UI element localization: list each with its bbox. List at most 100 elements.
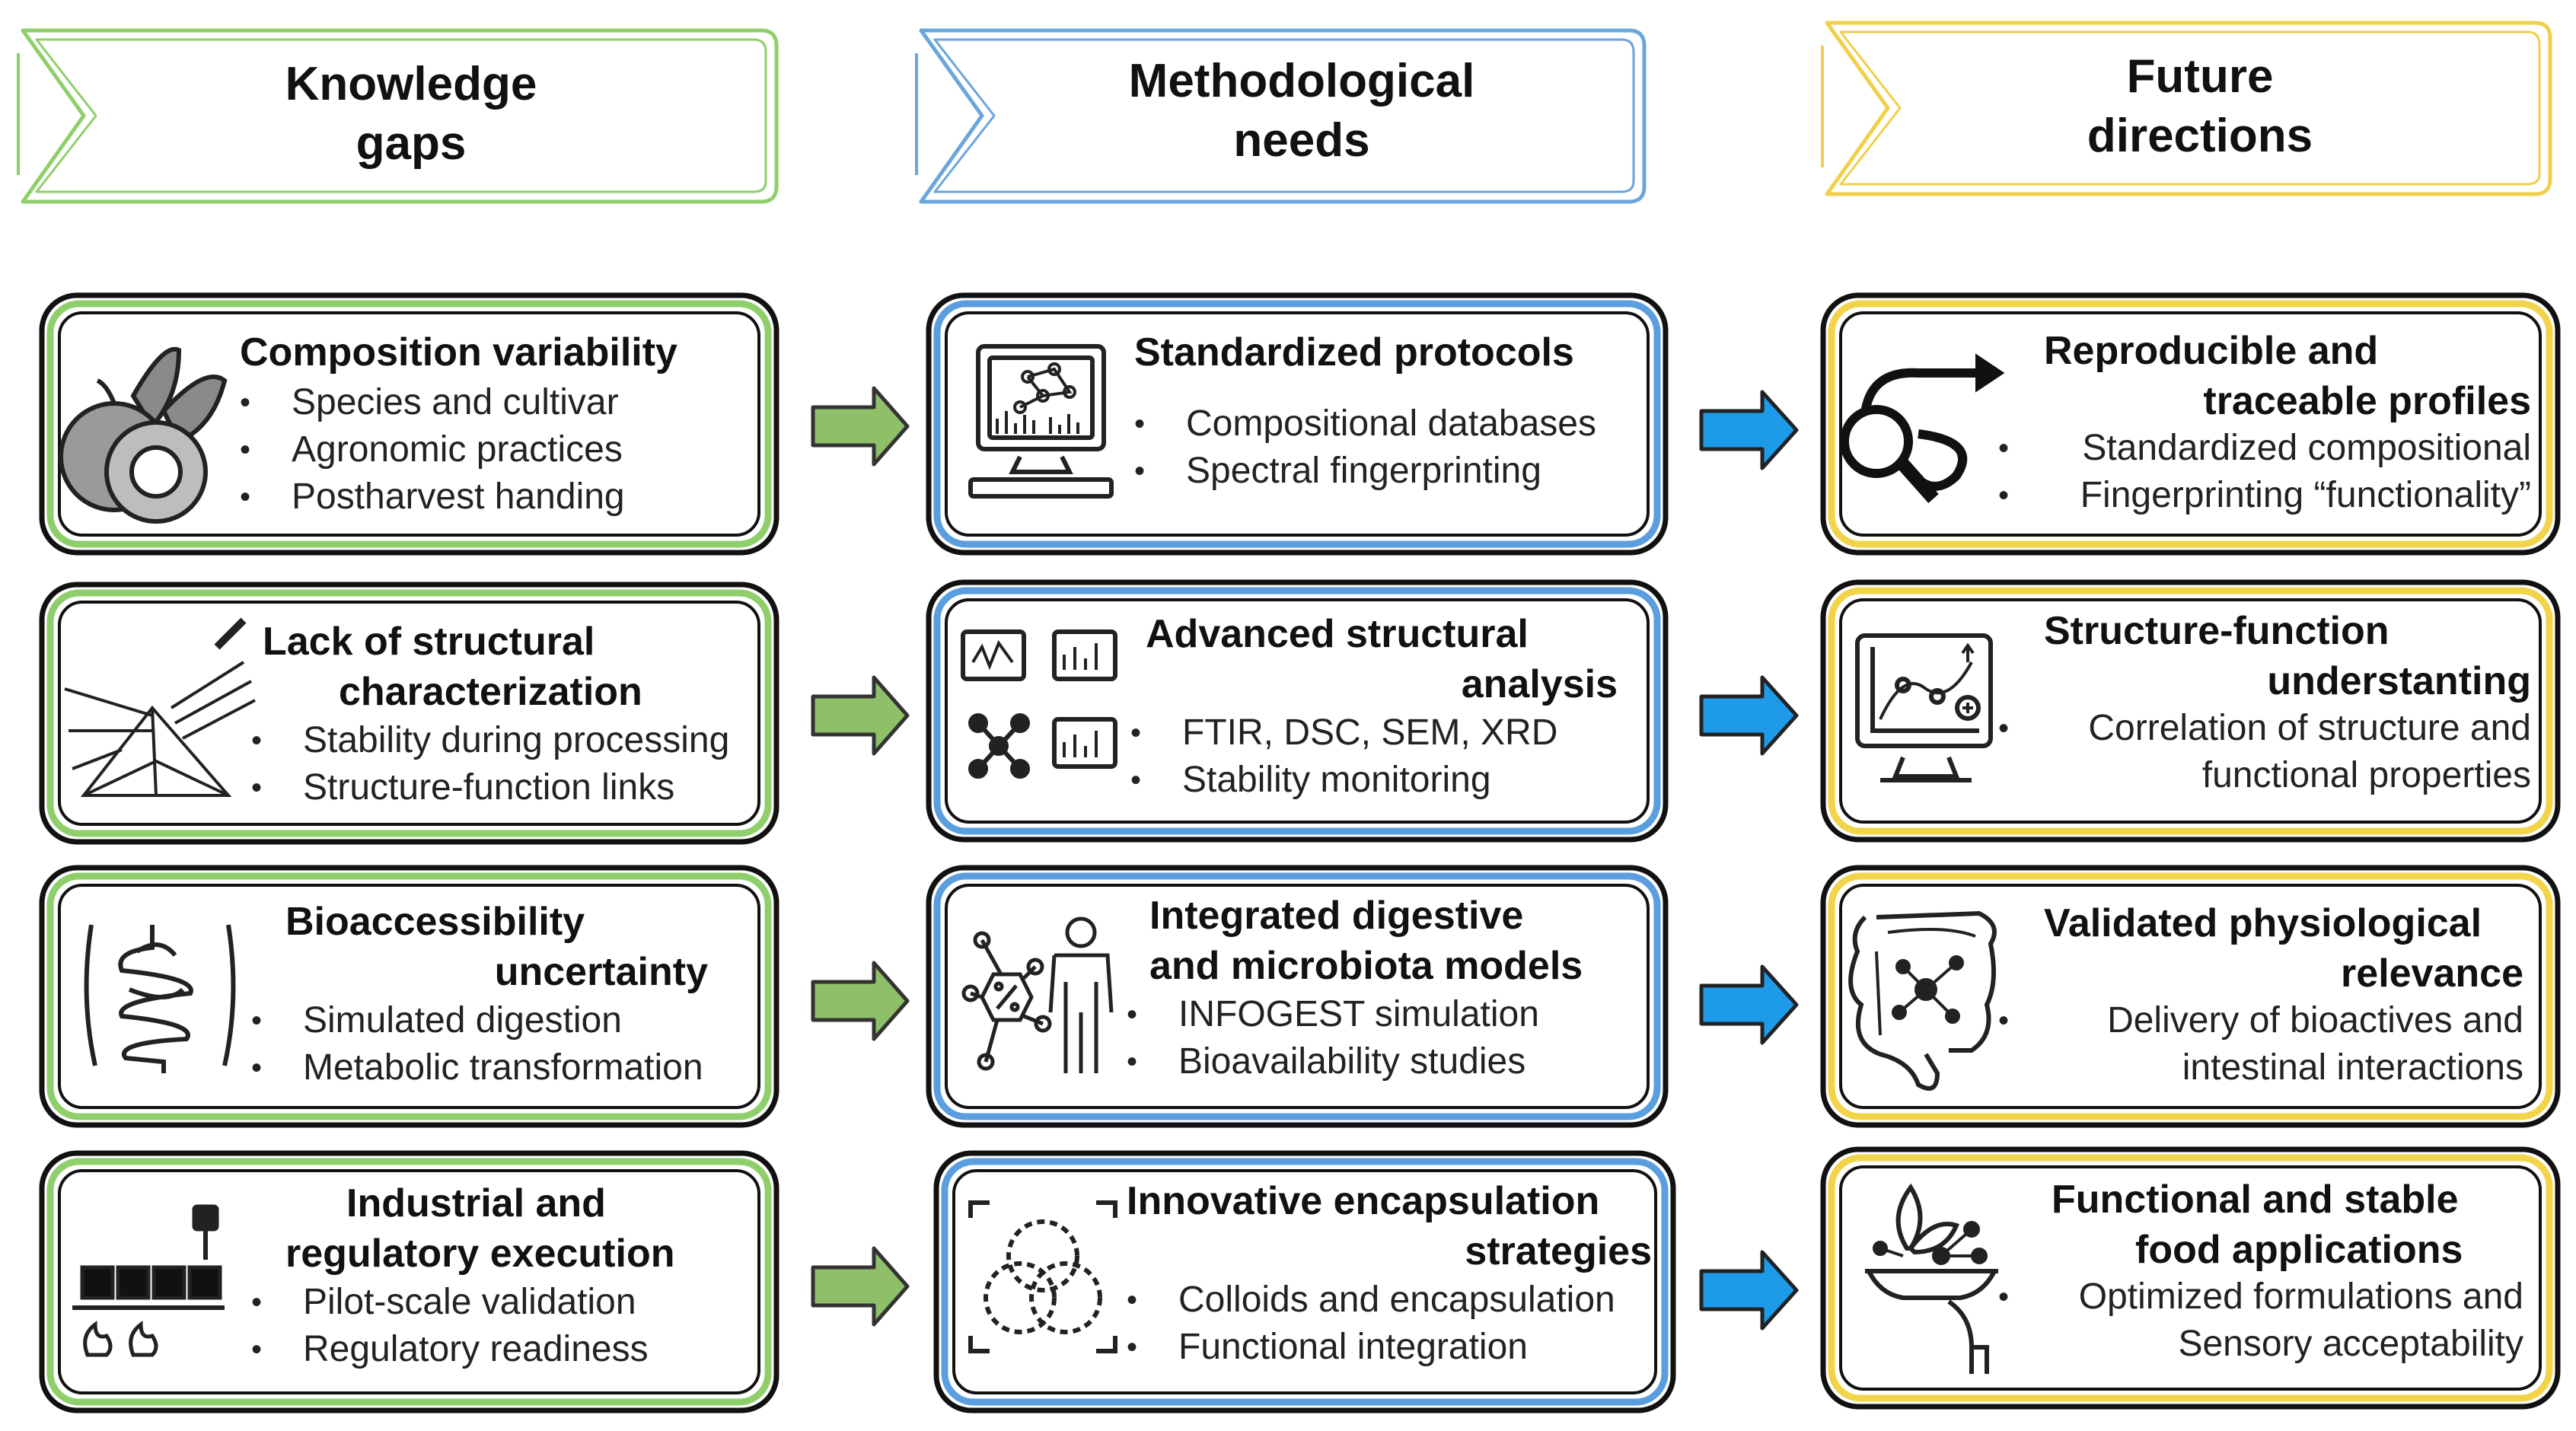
header-line: gaps bbox=[355, 117, 467, 170]
analysis-monitors-icon bbox=[961, 629, 1117, 779]
gut-network-icon bbox=[1848, 910, 1997, 1091]
intestine-icon bbox=[84, 924, 236, 1073]
card-title: Bioaccessibility uncertainty bbox=[285, 897, 708, 997]
card-direction-profiles: Reproducible and traceable profiles Stan… bbox=[1998, 326, 2531, 519]
card-title-line: Composition variability bbox=[240, 330, 677, 374]
bullet-item: Postharvest handing bbox=[240, 473, 677, 521]
card-title: Structure-function understanting bbox=[1998, 606, 2531, 706]
bullet-list: Simulated digestion Metabolic transforma… bbox=[251, 997, 708, 1092]
bullet-list: INFOGEST simulation Bioavailability stud… bbox=[1127, 991, 1637, 1085]
arrow-row-2-blue bbox=[1699, 675, 1799, 756]
arrow-row-1-blue bbox=[1699, 390, 1799, 470]
card-title: Integrated digestive and microbiota mode… bbox=[1149, 891, 1637, 991]
card-frames-needs bbox=[926, 292, 1676, 1413]
card-title-line: uncertainty bbox=[494, 950, 708, 994]
card-gap-structural: Lack of structural characterization Stab… bbox=[251, 617, 757, 811]
card-title-line: Standardized protocols bbox=[1134, 330, 1574, 374]
bullet-item: Functional integration bbox=[1127, 1324, 1652, 1371]
bullet-item: intestinal interactions bbox=[2182, 1047, 2523, 1088]
card-title-line: and microbiota models bbox=[1149, 944, 1583, 988]
header-line: directions bbox=[2087, 110, 2313, 162]
card-title-line: analysis bbox=[1461, 662, 1618, 706]
header-future-directions: Future directions bbox=[1972, 47, 2428, 166]
card-title-line: characterization bbox=[339, 670, 642, 714]
card-need-protocols: Standardized protocols Compositional dat… bbox=[1134, 327, 1596, 495]
card-need-structural-analysis: Advanced structural analysis FTIR, DSC, … bbox=[1130, 609, 1618, 804]
card-direction-structure-function: Structure-function understanting Correla… bbox=[1998, 606, 2531, 799]
card-title: Advanced structural analysis bbox=[1146, 609, 1618, 709]
human-network-icon bbox=[961, 916, 1114, 1073]
card-title: Reproducible and traceable profiles bbox=[1998, 326, 2531, 426]
bullet-item: INFOGEST simulation bbox=[1127, 991, 1637, 1038]
graph-monitor-icon bbox=[1855, 633, 1993, 782]
arrows-needs-to-directions bbox=[1699, 390, 1799, 1331]
bullet-list: Correlation of structure and functional … bbox=[1998, 705, 2531, 799]
card-title: Validated physiological relevance bbox=[1998, 898, 2523, 999]
magnifier-trace-icon bbox=[1840, 353, 2005, 503]
card-title-line: relevance bbox=[2341, 951, 2523, 996]
card-need-encapsulation: Innovative encapsulation strategies Coll… bbox=[1127, 1176, 1652, 1371]
card-direction-physiological: Validated physiological relevance Delive… bbox=[1998, 898, 2523, 1092]
card-title-line: Validated physiological bbox=[2044, 901, 2482, 945]
bullet-item: Colloids and encapsulation bbox=[1127, 1276, 1652, 1324]
card-title-line: strategies bbox=[1465, 1229, 1652, 1273]
card-direction-food: Functional and stable food applications … bbox=[1998, 1174, 2523, 1368]
industrial-line-icon bbox=[72, 1204, 225, 1357]
bullet-list: Colloids and encapsulation Functional in… bbox=[1127, 1276, 1652, 1371]
bullet-item: Standardized compositional bbox=[1998, 425, 2531, 472]
card-title: Lack of structural characterization bbox=[263, 617, 757, 717]
encapsulation-icon bbox=[968, 1200, 1117, 1353]
bullet-item: Metabolic transformation bbox=[251, 1044, 708, 1092]
bullet-item: Structure-function links bbox=[251, 764, 757, 811]
card-title-line: Bioaccessibility bbox=[285, 900, 585, 944]
bullet-item: Spectral fingerprinting bbox=[1134, 448, 1596, 495]
card-title-line: Advanced structural bbox=[1146, 612, 1529, 656]
bullet-item: Regulatory readiness bbox=[251, 1326, 719, 1373]
card-title-line: food applications bbox=[2135, 1228, 2463, 1272]
bullet-item: Stability monitoring bbox=[1130, 757, 1618, 804]
arrow-row-3-blue bbox=[1699, 964, 1799, 1045]
card-gap-industrial: Industrial and regulatory execution Pilo… bbox=[251, 1178, 719, 1373]
header-banner-future-directions bbox=[1821, 21, 2552, 196]
card-title-line: Innovative encapsulation bbox=[1127, 1179, 1600, 1223]
bullet-item: Stability during processing bbox=[251, 717, 757, 764]
card-title: Industrial and regulatory execution bbox=[285, 1178, 719, 1279]
header-line: Methodological bbox=[1128, 55, 1475, 107]
fruit-icon bbox=[59, 346, 228, 524]
header-line: Knowledge bbox=[285, 58, 537, 110]
header-methodological-needs: Methodological needs bbox=[1073, 52, 1530, 171]
card-title-line: Lack of structural bbox=[263, 620, 595, 664]
card-title-line: Integrated digestive bbox=[1149, 894, 1524, 938]
header-line: Future bbox=[2126, 50, 2274, 103]
bullet-list: Delivery of bioactives and intestinal in… bbox=[1998, 997, 2523, 1092]
card-title-line: Reproducible and bbox=[2044, 329, 2379, 373]
computer-network-icon bbox=[968, 344, 1114, 499]
bullet-list: Optimized formulations and Sensory accep… bbox=[1998, 1273, 2523, 1368]
bullet-item: Agronomic practices bbox=[240, 426, 677, 473]
card-title: Innovative encapsulation strategies bbox=[1127, 1176, 1652, 1276]
card-title: Standardized protocols bbox=[1134, 327, 1596, 378]
card-title-line: traceable profiles bbox=[2203, 379, 2531, 423]
arrows-gaps-to-needs bbox=[811, 386, 910, 1327]
bullet-item: Bioavailability studies bbox=[1127, 1038, 1637, 1085]
bullet-item: Species and cultivar bbox=[240, 379, 677, 426]
bullet-item: Delivery of bioactives and bbox=[1998, 997, 2523, 1044]
card-title: Composition variability bbox=[240, 327, 677, 378]
header-knowledge-gaps: Knowledge gaps bbox=[183, 55, 639, 174]
card-frames-directions bbox=[1820, 292, 2561, 1410]
bullet-item: Optimized formulations and bbox=[1998, 1273, 2523, 1321]
bullet-list: Species and cultivar Agronomic practices… bbox=[240, 379, 677, 521]
arrow-row-4-green bbox=[811, 1246, 910, 1327]
header-line: needs bbox=[1233, 114, 1370, 167]
bullet-item: functional properties bbox=[2201, 755, 2531, 795]
card-title-line: understanting bbox=[2267, 659, 2531, 703]
prism-icon bbox=[64, 617, 256, 797]
arrow-row-3-green bbox=[811, 961, 910, 1041]
card-need-digestive-models: Integrated digestive and microbiota mode… bbox=[1127, 891, 1637, 1085]
bullet-list: Pilot-scale validation Regulatory readin… bbox=[251, 1279, 719, 1373]
food-serving-icon bbox=[1865, 1183, 1998, 1374]
bullet-list: Standardized compositional Fingerprintin… bbox=[1998, 425, 2531, 519]
bullet-item: Compositional databases bbox=[1134, 400, 1596, 448]
card-title-line: Structure-function bbox=[2044, 609, 2389, 653]
